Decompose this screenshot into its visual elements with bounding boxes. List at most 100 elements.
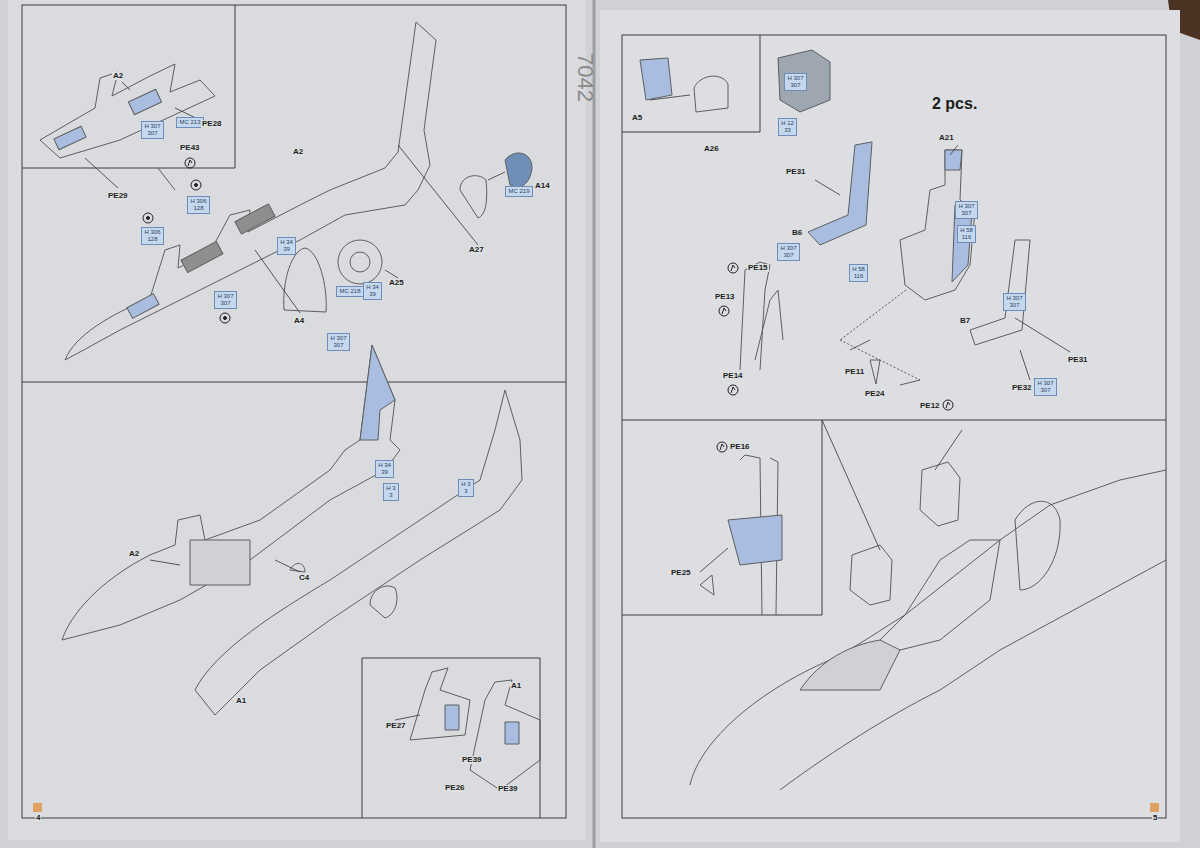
paint-code: H 307 [958,203,975,210]
paint-code: 128 [190,205,207,212]
paint-code: H 307 [1006,295,1023,302]
sheet-code: 7042 [574,52,597,103]
paint-code: H 306 [144,229,161,236]
paint-code: H 34 [378,462,391,469]
part-label: PE39 [461,756,483,764]
part-label: PE13 [714,293,736,301]
paint-code: 39 [378,469,391,476]
part-label: PE39 [497,785,519,793]
paint-callout-box: H 58116 [957,225,976,243]
paint-callout-box: MC 218 [336,286,364,297]
paint-code: 307 [217,300,234,307]
paint-code: H 3 [386,485,396,492]
paint-code: H 58 [852,266,865,273]
paint-callout-box: H 307307 [777,243,800,261]
paint-callout-box: H 307307 [327,333,350,351]
part-label: 2 pcs. [931,96,978,113]
paint-callout-box: H 58116 [849,264,868,282]
paint-code: 128 [144,236,161,243]
paint-code: 116 [852,273,865,280]
paint-callout-box: H 33 [383,483,399,501]
part-label: PE28 [201,120,223,128]
part-label: A25 [388,279,405,287]
paint-code: H 307 [780,245,797,252]
paint-code: 39 [366,291,379,298]
bend-symbols [143,158,953,452]
part-label: A1 [510,682,522,690]
paint-code: MC 219 [508,188,530,195]
paint-code: 307 [780,252,797,259]
part-label: 5 [1152,814,1158,822]
paint-callout-box: MC 213 [176,117,204,128]
page-fold [593,0,596,848]
part-label: A2 [292,148,304,156]
paint-code: H 307 [217,293,234,300]
paint-code: 33 [781,127,794,134]
part-label: PE25 [670,569,692,577]
part-label: PE16 [729,443,751,451]
paint-callout-box: H 307307 [1003,293,1026,311]
part-label: PE32 [1011,384,1033,392]
paint-callout-box: H 306128 [141,227,164,245]
part-label: PE43 [179,144,201,152]
part-label: A27 [468,246,485,254]
leader-lines [85,82,1070,720]
part-label: PE27 [385,722,407,730]
part-label: PE31 [1067,356,1089,364]
paint-callout-box: H 3439 [375,460,394,478]
part-label: C4 [298,574,310,582]
paint-code: 307 [330,342,347,349]
part-label: PE15 [747,264,769,272]
part-label: A1 [235,697,247,705]
paint-code: H 307 [787,75,804,82]
paint-callout-box: H 3439 [277,237,296,255]
paint-code: H 306 [190,198,207,205]
part-label: A14 [534,182,551,190]
paint-code: H 307 [1037,380,1054,387]
aircraft-drawings [40,22,1166,790]
part-label: PE29 [107,192,129,200]
paint-callout-box: MC 219 [505,186,533,197]
paint-code: H 3 [461,481,471,488]
paint-code: H 12 [781,120,794,127]
part-label: PE31 [785,168,807,176]
part-label: PE26 [444,784,466,792]
paint-code: H 307 [330,335,347,342]
part-label: PE11 [844,368,865,376]
frames [22,5,1166,818]
part-label: A21 [938,134,955,142]
part-label: A5 [631,114,643,122]
paint-callout-box: H 307307 [955,201,978,219]
paint-code: H 307 [144,123,161,130]
part-label: 4 [35,814,41,822]
paint-callout-box: H 307307 [214,291,237,309]
paint-code: 307 [1037,387,1054,394]
paint-callout-box: H 307307 [1034,378,1057,396]
paint-code: H 34 [280,239,293,246]
paint-code: 3 [386,492,396,499]
page-mark [1150,803,1159,812]
paint-code: MC 213 [179,119,201,126]
part-label: PE24 [864,390,886,398]
paint-code: 39 [280,246,293,253]
paint-code: H 34 [366,284,379,291]
right-page [600,10,1180,842]
paint-code: H 58 [960,227,973,234]
paint-callout-box: H 306128 [187,196,210,214]
paint-callout-box: H 3439 [363,282,382,300]
paint-callout-box: H 1233 [778,118,797,136]
part-label: PE14 [722,372,744,380]
paint-code: MC 218 [339,288,361,295]
paint-callout-box: H 33 [458,479,474,497]
page-mark [33,803,42,812]
part-label: PE12 [919,402,941,410]
paint-code: 307 [958,210,975,217]
paint-code: 307 [787,82,804,89]
part-label: B6 [791,229,803,237]
paint-code: 116 [960,234,973,241]
paint-callout-box: H 307307 [784,73,807,91]
paint-callout-box: H 307307 [141,121,164,139]
part-label: A2 [128,550,140,558]
part-label: A4 [293,317,305,325]
